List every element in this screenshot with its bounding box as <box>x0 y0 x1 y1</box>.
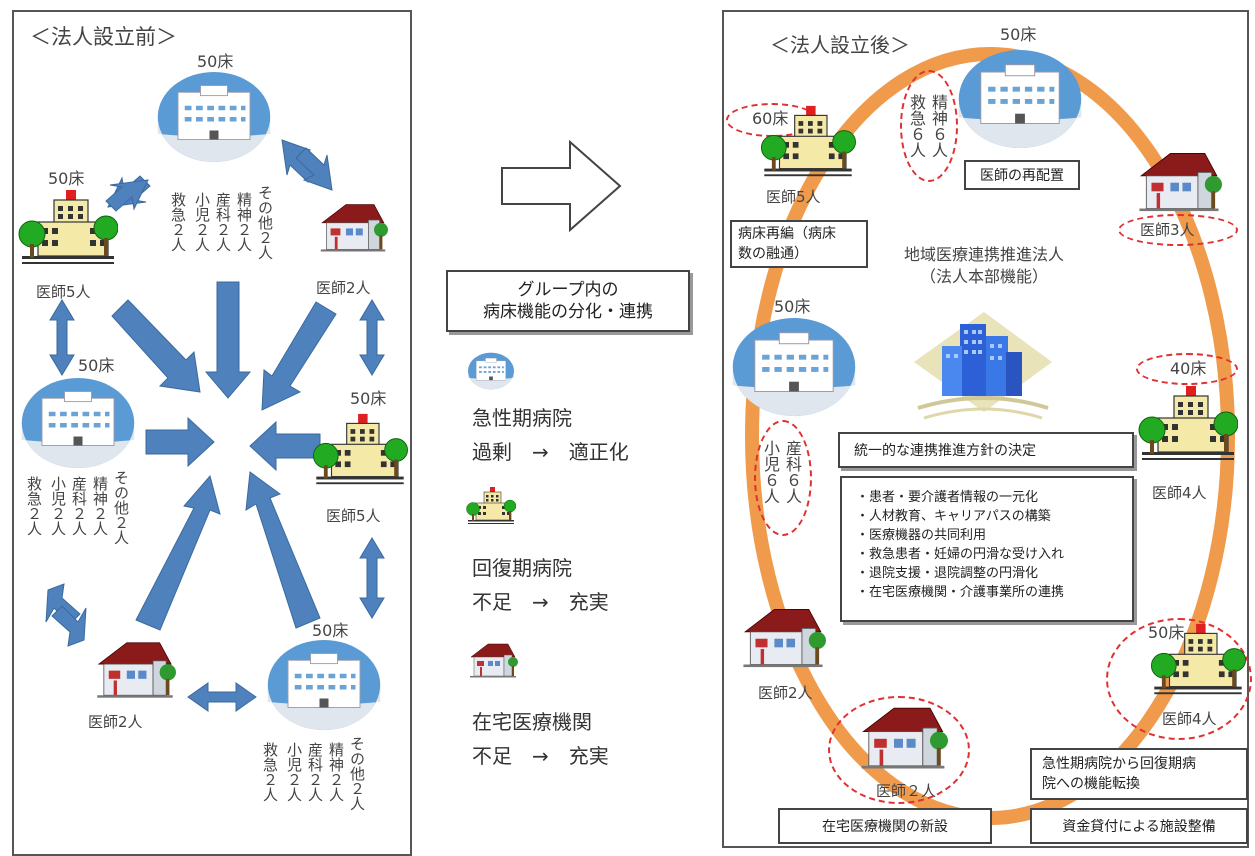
bottom-left-doctors: 医師2人 <box>88 713 143 731</box>
right-beds-highlight <box>1136 353 1238 385</box>
left-top-beds: 50床 <box>48 169 85 188</box>
bed-reform-line-1: 病床再編（病床 <box>738 226 836 242</box>
top-depts-highlight <box>900 70 958 182</box>
policy-item: ・退院支援・退院調整の円滑化 <box>856 566 1039 581</box>
hosp-left-dept-0: 救急２人 <box>25 476 43 536</box>
left-dept-1: 小児６人 <box>761 440 780 504</box>
hosp-left-dept-2: 産科２人 <box>70 476 88 536</box>
left-clinic-doctors: 医師2人 <box>758 684 813 702</box>
left-building-doctors: 医師5人 <box>766 188 821 206</box>
hosp-bottom-dept-2: 産科２人 <box>306 742 324 802</box>
after-title: ＜法人設立後＞ <box>770 33 910 57</box>
building-icon <box>1150 623 1246 695</box>
house-icon <box>320 204 388 252</box>
right-mid-beds: 50床 <box>350 389 387 408</box>
building-icon <box>18 189 118 265</box>
hosp-left-dept-1: 小児２人 <box>49 476 67 536</box>
convert-box: 急性期病院から回復期病 院への機能転換 <box>1030 748 1248 800</box>
top-dept-0: 精神６人 <box>929 94 948 158</box>
policy-item: ・救急患者・妊婦の円滑な受け入れ <box>856 547 1065 562</box>
house-icon <box>861 707 948 769</box>
group-box-line-1: グループ内の <box>517 280 619 300</box>
corp-sub: （法人本部機能） <box>920 267 1049 286</box>
building-icon <box>760 105 856 177</box>
group-box: グループ内の 病床機能の分化・連携 <box>446 270 690 332</box>
house-icon <box>96 642 176 699</box>
top-right-highlight <box>1118 214 1238 246</box>
bottom-clinic-highlight <box>828 696 970 804</box>
legend-clinic-name: 在宅医療機関 <box>472 710 592 734</box>
hospital-top-beds: 50床 <box>197 52 234 71</box>
left-hospital-beds: 50床 <box>774 297 811 316</box>
hosp-bottom-dept-3: 精神２人 <box>327 742 345 802</box>
building-icon <box>1138 385 1238 461</box>
legend-recovery-name: 回復期病院 <box>472 556 572 580</box>
hosp-top-dept-2: 産科２人 <box>214 192 232 252</box>
hospital-icon <box>468 352 514 390</box>
right-building-beds: 40床 <box>1170 359 1207 378</box>
hosp-top-dept-3: 精神２人 <box>235 192 253 252</box>
bottom-right-highlight <box>1106 618 1252 740</box>
hospital-icon <box>21 378 135 468</box>
funding-box: 資金貸付による施設整備 <box>1030 808 1248 844</box>
hospital-left-beds: 50床 <box>78 356 115 375</box>
policy-item: ・人材教育、キャリアパスの構築 <box>856 509 1051 524</box>
hospital-icon <box>157 72 271 162</box>
building-icon <box>312 413 408 485</box>
house-icon <box>1139 153 1222 212</box>
legend-clinic-change: 不足 → 充実 <box>472 744 609 768</box>
bed-reform-box: 病床再編（病床 数の融通） <box>730 220 868 268</box>
reassign-box: 医師の再配置 <box>964 160 1080 190</box>
hospital-icon <box>958 50 1082 148</box>
hosp-left-dept-4: その他２人 <box>112 470 130 545</box>
legend-recovery-change: 不足 → 充実 <box>472 590 609 614</box>
headquarters-icon <box>914 312 1052 420</box>
policy-item: ・在宅医療機関・介護事業所の連携 <box>856 585 1065 600</box>
hosp-left-dept-3: 精神２人 <box>91 476 109 536</box>
bottom-clinic-doctors: 医師２人 <box>876 782 937 800</box>
recovery-hospital-icon <box>466 486 516 525</box>
right-building-doctors: 医師4人 <box>1152 484 1207 502</box>
bottom-right-beds: 50床 <box>1148 623 1185 642</box>
before-title: ＜法人設立前＞ <box>30 25 177 49</box>
legend-acute-name: 急性期病院 <box>472 406 572 430</box>
left-depts-highlight <box>754 420 812 536</box>
corp-name: 地域医療連携推進法人 <box>904 245 1065 264</box>
hospital-icon <box>267 640 381 730</box>
policy-item: ・患者・要介護者情報の一元化 <box>856 490 1039 505</box>
left-building-beds: 60床 <box>752 109 789 128</box>
hosp-bottom-dept-4: その他２人 <box>348 736 366 811</box>
new-clinic-box: 在宅医療機関の新設 <box>778 808 992 844</box>
left-dept-0: 産科６人 <box>783 440 802 504</box>
hospital-bottom-beds: 50床 <box>312 621 349 640</box>
hospital-icon <box>732 318 856 416</box>
bed-reform-line-2: 数の融通） <box>738 246 808 262</box>
hosp-top-dept-1: 小児２人 <box>193 192 211 252</box>
hosp-top-dept-4: その他２人 <box>256 185 274 260</box>
right-arrow-icon <box>501 139 622 233</box>
hosp-top-dept-0: 救急２人 <box>169 192 187 252</box>
right-mid-doctors: 医師5人 <box>326 507 381 525</box>
top-dept-1: 救急６人 <box>907 94 926 158</box>
hosp-bottom-dept-0: 救急２人 <box>261 742 279 802</box>
convert-line-1: 急性期病院から回復期病 <box>1042 756 1196 772</box>
after-top-beds: 50床 <box>1000 25 1037 44</box>
legend-acute-change: 過剰 → 適正化 <box>472 440 629 464</box>
policy-title-box: 統一的な連携推進方針の決定 <box>838 432 1134 468</box>
top-right-doctors: 医師3人 <box>1140 221 1195 239</box>
bottom-right-doctors: 医師4人 <box>1162 710 1217 728</box>
right-top-doctors: 医師2人 <box>316 279 371 297</box>
hosp-bottom-dept-1: 小児２人 <box>285 742 303 802</box>
convert-line-2: 院への機能転換 <box>1042 776 1140 792</box>
policy-item: ・医療機器の共同利用 <box>856 528 987 543</box>
left-top-doctors: 医師5人 <box>36 283 91 301</box>
group-box-line-2: 病床機能の分化・連携 <box>483 302 653 322</box>
clinic-icon <box>469 643 518 678</box>
policy-items-box: ・患者・要介護者情報の一元化 ・人材教育、キャリアパスの構築 ・医療機器の共同利… <box>840 476 1134 622</box>
house-icon <box>743 609 826 668</box>
